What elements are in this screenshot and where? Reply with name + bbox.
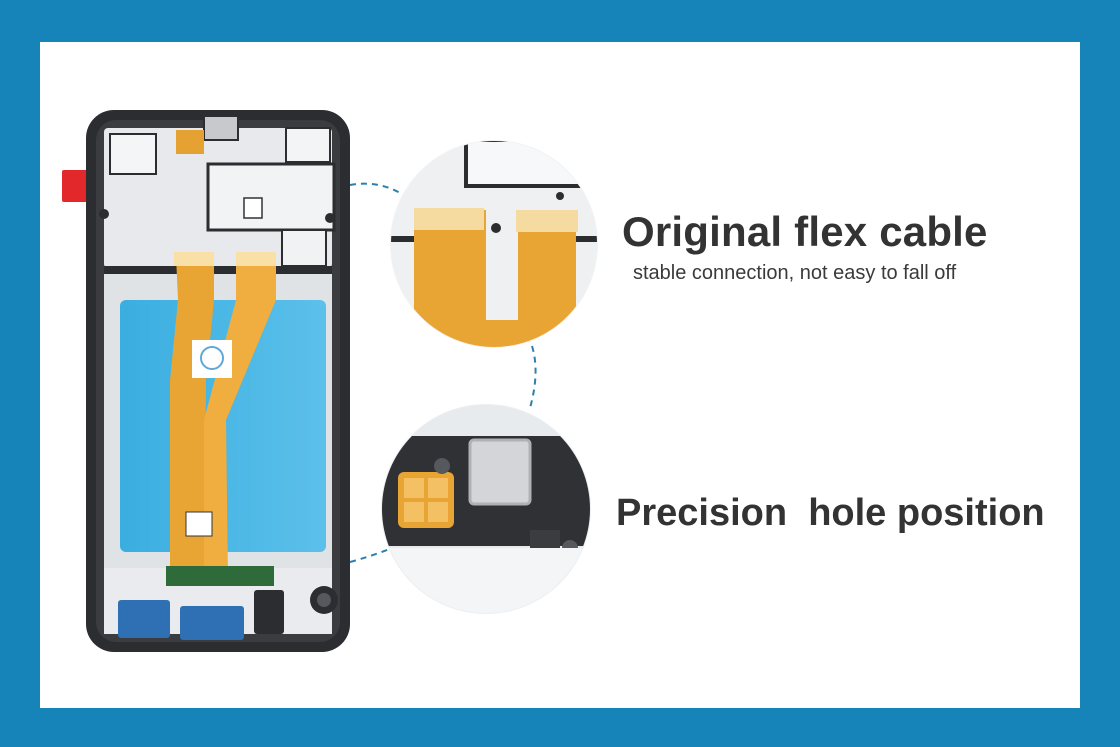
phone-display-assembly (86, 110, 350, 652)
feature-title-hole-position: Precision hole position (616, 492, 1045, 534)
red-tab (62, 170, 88, 202)
flex-cable-zoom-circle (390, 140, 598, 348)
callout-connector-lines (349, 182, 537, 563)
hole-position-zoom-circle (381, 404, 591, 614)
feature-title-flex-cable: Original flex cable (622, 208, 988, 255)
feature-subtitle-flex-cable: stable connection, not easy to fall off (633, 262, 957, 284)
